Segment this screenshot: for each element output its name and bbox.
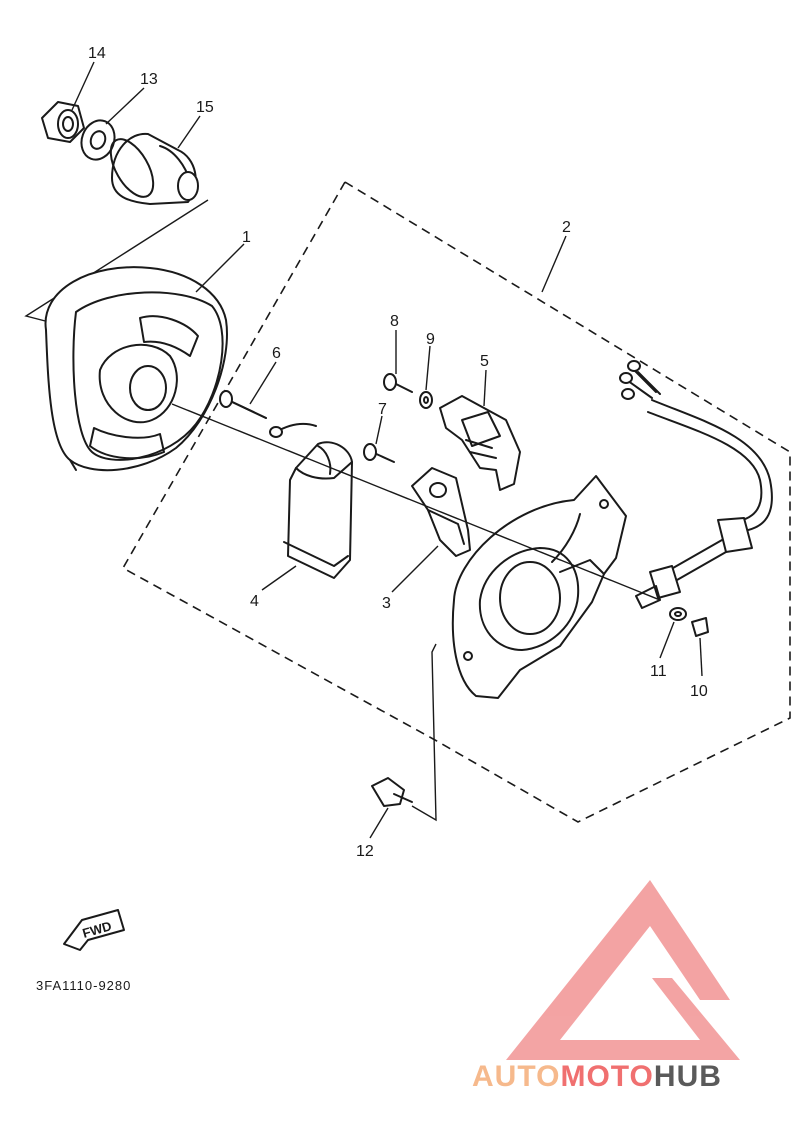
- callout-8: 8: [390, 313, 399, 330]
- callout-4: 4: [250, 593, 259, 610]
- part-9-washer: [419, 391, 433, 409]
- callout-leader-3: [391, 545, 439, 593]
- callout-leader-12: [369, 807, 389, 839]
- part-5-pickup-coil: [439, 395, 521, 491]
- part-7-screw: [363, 443, 395, 463]
- callout-2: 2: [562, 219, 571, 236]
- brand-part-moto: MOTO: [560, 1060, 653, 1093]
- part-8-screw: [383, 373, 413, 393]
- callout-leader-5: [483, 369, 487, 407]
- callout-10: 10: [690, 683, 708, 700]
- callout-leader-13: [105, 87, 145, 125]
- part-15-collar: [109, 132, 199, 205]
- callout-leader-4: [261, 565, 297, 591]
- axis-line: [171, 403, 661, 601]
- leader-line-bolt: [411, 643, 437, 822]
- part-4-source-coil: [283, 441, 353, 579]
- ground-lead-terminal: [269, 423, 317, 438]
- callout-leader-2: [541, 235, 567, 293]
- callout-leader-15: [177, 115, 201, 149]
- callout-leader-14: [71, 61, 95, 111]
- part-10-screw: [691, 617, 709, 637]
- wire-harness: [619, 360, 773, 609]
- callout-leader-7: [375, 415, 383, 445]
- callout-15: 15: [196, 99, 214, 116]
- diagram-part-code: 3FA1110-9280: [36, 978, 131, 993]
- callout-13: 13: [140, 71, 158, 88]
- callout-1: 1: [242, 229, 251, 246]
- part-12-bolt: [371, 777, 413, 807]
- assembly-boundary-dashed: [121, 181, 791, 823]
- brand-part-hub: HUB: [654, 1060, 722, 1093]
- watermark-brand: AUTOMOTOHUB: [472, 1060, 722, 1093]
- callout-9: 9: [426, 331, 435, 348]
- callout-leader-6: [249, 361, 277, 405]
- part-1-flywheel-rotor: [44, 266, 228, 472]
- callout-12: 12: [356, 843, 374, 860]
- callout-leader-1: [195, 243, 245, 293]
- callout-leader-9: [425, 345, 431, 391]
- brand-part-auto: AUTO: [472, 1060, 560, 1093]
- part-6-screw: [219, 390, 267, 419]
- callout-11: 11: [650, 663, 667, 680]
- callout-leader-10: [699, 637, 703, 677]
- callout-leader-11: [659, 621, 675, 659]
- callout-14: 14: [88, 45, 106, 62]
- callout-7: 7: [378, 401, 387, 418]
- logo-triangle-mark: [506, 880, 740, 1060]
- part-13-washer: [80, 119, 116, 161]
- part-11-washer: [669, 607, 687, 621]
- fwd-arrow: FWD: [63, 909, 125, 951]
- part-14-nut: [41, 101, 85, 143]
- callout-5: 5: [480, 353, 489, 370]
- callout-3: 3: [382, 595, 391, 612]
- automotohub-logo: [506, 880, 740, 1060]
- stator-base-plate: [451, 475, 627, 699]
- callout-6: 6: [272, 345, 281, 362]
